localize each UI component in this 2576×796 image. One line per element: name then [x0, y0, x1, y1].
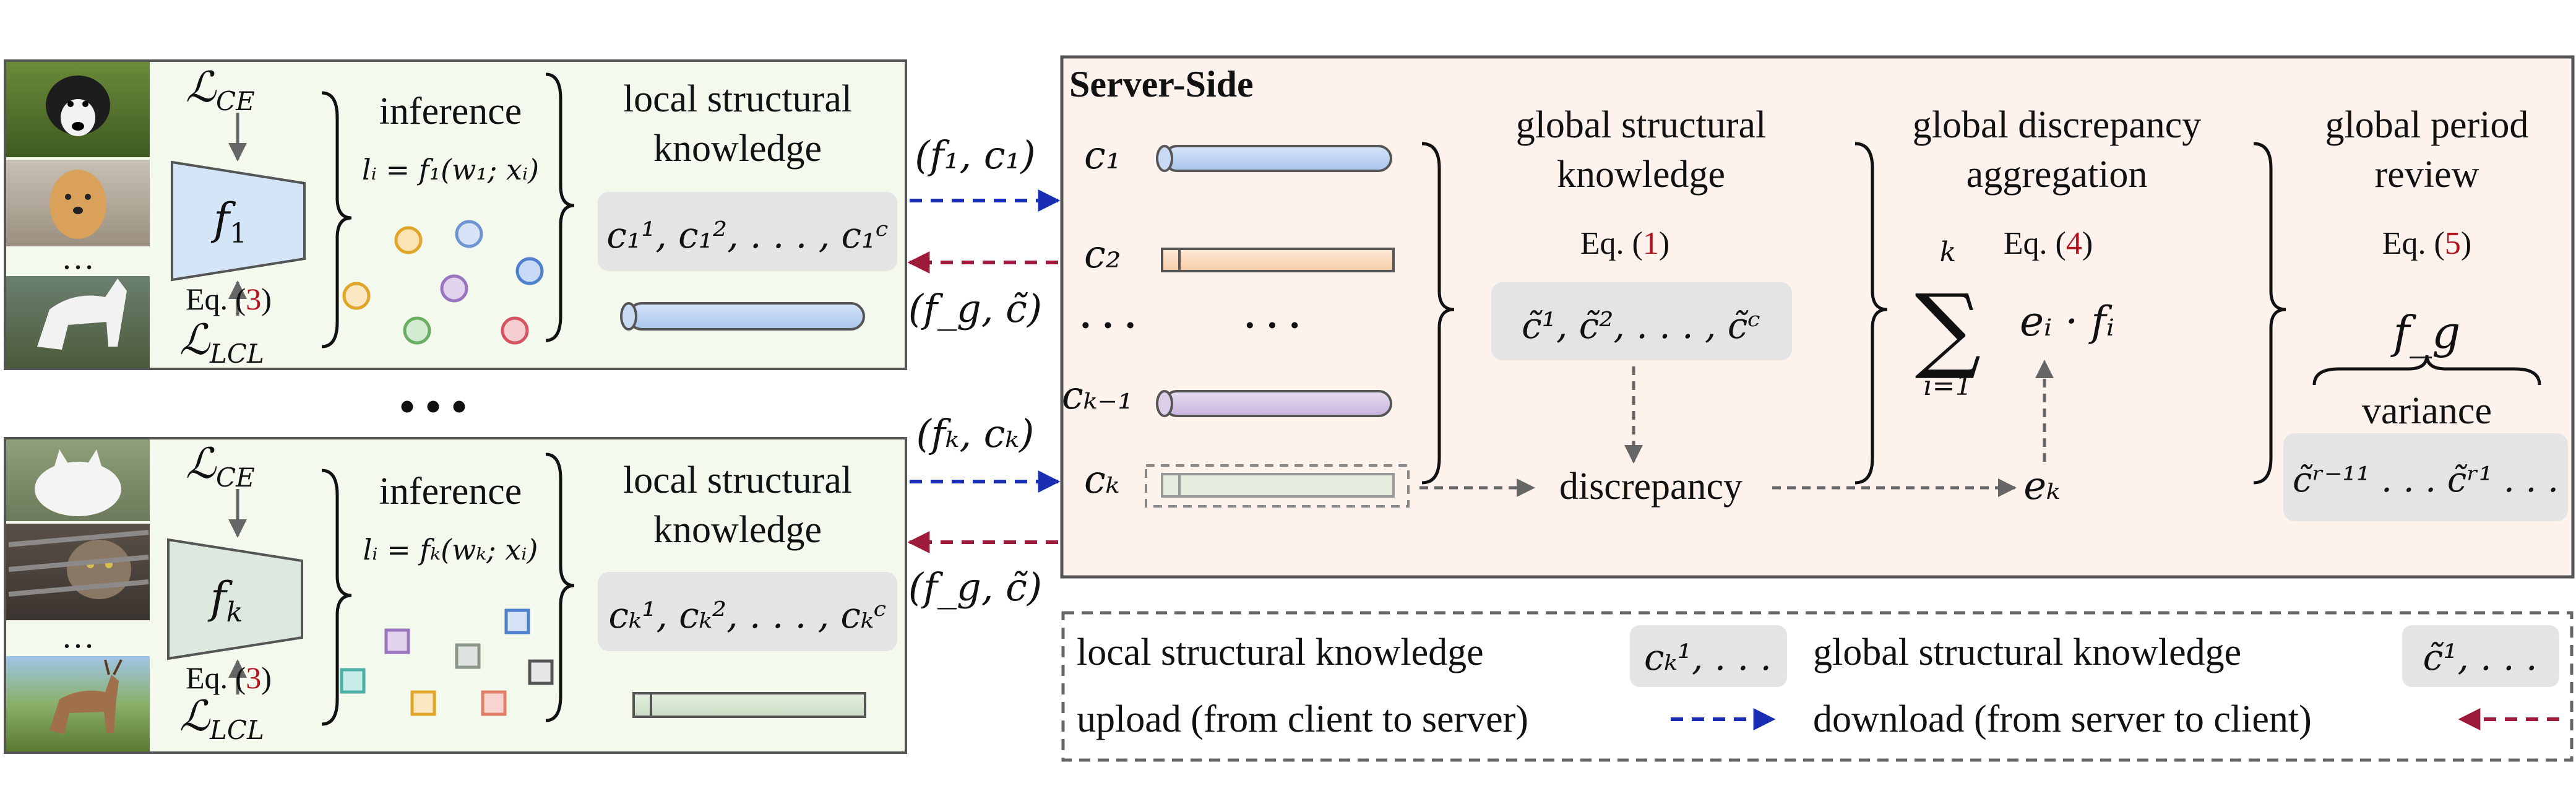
upload-k-label: (fₖ, cₖ): [916, 411, 1035, 456]
review-box: [2283, 433, 2568, 521]
client-k-eq: Eq. (3): [186, 660, 272, 695]
server-c2-label: c₂: [1084, 231, 1121, 277]
client-1-brace-1: [321, 91, 352, 348]
client-k-embedding-points: [340, 608, 554, 716]
client-k-model-shape: [167, 538, 303, 660]
aggregation-title-1: global discrepancy: [1913, 104, 2202, 146]
legend-download-label: download (from server to client): [1813, 698, 2312, 740]
legend-local-box: [1630, 625, 1787, 687]
legend-global-label: global structural knowledge: [1813, 631, 2241, 673]
client-k-loss-ce: ℒCE: [186, 439, 255, 493]
client-1-knowledge-box: [598, 192, 897, 271]
client-k-brace-1: [321, 469, 352, 726]
client-1-embedding-points: [342, 220, 544, 345]
client-k-brace-2: [545, 452, 575, 722]
client-1-knowledge-bar: [620, 302, 865, 331]
client-1-knowledge-title-2: knowledge: [653, 128, 822, 170]
client-k-knowledge-formula: cₖ¹, cₖ², . . . , cₖᶜ: [608, 594, 886, 636]
server-bar-ck: [1145, 464, 1410, 508]
client-k-inference-title: inference: [379, 470, 522, 513]
client-k-inference-formula: lᵢ = fₖ(wₖ; xᵢ): [363, 533, 538, 566]
review-title-1: global period: [2325, 104, 2529, 146]
client-1-loss-lcl: ℒLCL: [179, 316, 264, 369]
server-brace-2: [1854, 142, 1888, 485]
client-1-model-shape: [171, 160, 306, 282]
client-1-image-ellipsis: …: [61, 239, 95, 276]
sum-lower-limit: i=1: [1924, 370, 1973, 402]
client-k-knowledge-title-1: local structural: [623, 459, 852, 501]
legend-local-sample: cₖ¹, . . .: [1644, 636, 1772, 678]
legend-box: [1061, 611, 2574, 762]
client-k-image-ellipsis: …: [61, 618, 95, 655]
server-title: Server-Side: [1069, 64, 1254, 105]
client-k-panel: … ℒCE fk Eq. (3) ℒLCL inference lᵢ = fₖ(…: [4, 437, 907, 754]
legend-upload-label: upload (from client to server): [1077, 698, 1528, 740]
client-1-inference-formula: lᵢ = f₁(w₁; xᵢ): [362, 153, 539, 186]
sum-symbol: ∑: [1915, 275, 1981, 383]
global-knowledge-eq: Eq. (1): [1580, 226, 1669, 261]
variance-label: variance: [2362, 390, 2492, 432]
server-ck1-label: cₖ₋₁: [1062, 373, 1133, 418]
legend: local structural knowledge cₖ¹, . . . gl…: [1061, 611, 2574, 762]
client-k-model-label: fk: [207, 573, 243, 628]
client-1-knowledge-title-1: local structural: [623, 78, 852, 120]
review-brace: [2312, 355, 2541, 386]
global-knowledge-title-1: global structural: [1516, 104, 1767, 146]
aggregation-eq: Eq. (4): [2004, 226, 2093, 261]
client-1-inference-title: inference: [379, 90, 522, 132]
aggregation-title-2: aggregation: [1966, 154, 2148, 196]
fg-label: f_g: [2390, 306, 2461, 358]
communication-arrows: (f₁, c₁) (f_g, c̃) (fₖ, cₖ) (f_g, c̃): [907, 132, 1061, 610]
server-panel: Server-Side c₁ c₂ · · · cₖ₋₁ cₖ · · · gl: [1060, 55, 2575, 579]
client-1-loss-ce: ℒCE: [186, 63, 255, 116]
upload-1-label: (f₁, c₁): [915, 132, 1035, 178]
server-bar-c1: [1156, 145, 1392, 172]
client-k-loss-lcl: ℒLCL: [179, 692, 264, 745]
download-1-label: (f_g, c̃): [908, 286, 1042, 331]
client-1-eq: Eq. (3): [186, 282, 272, 316]
legend-global-box: [2402, 625, 2559, 687]
client-1-knowledge-formula: c₁¹, c₁², . . . , c₁ᶜ: [606, 214, 888, 256]
review-title-2: review: [2375, 154, 2479, 196]
client-k-knowledge-box: [598, 572, 897, 651]
client-1-brace-2: [545, 72, 575, 342]
global-knowledge-formula: c̃¹, c̃², . . . , c̃ᶜ: [1522, 305, 1760, 347]
download-k-label: (f_g, c̃): [908, 565, 1042, 610]
client-1-images: …: [6, 62, 150, 368]
ek-label: eₖ: [2023, 463, 2060, 508]
server-col-dots: · · ·: [1243, 305, 1301, 347]
global-knowledge-title-2: knowledge: [1557, 154, 1725, 196]
client-1-panel: … ℒCE f1 Eq. (3) ℒLCL inference lᵢ = f₁(…: [4, 59, 907, 370]
review-eq: Eq. (5): [2382, 226, 2471, 261]
global-knowledge-box: [1491, 282, 1792, 360]
review-formula: c̃ʳ⁻¹¹ . . . c̃ʳ¹ . . .: [2293, 460, 2559, 500]
between-clients-dots: • • •: [400, 383, 467, 431]
server-ck-label: cₖ: [1084, 457, 1119, 502]
sum-upper-limit: k: [1940, 236, 1957, 268]
sum-term: eᵢ · fᵢ: [2020, 298, 2114, 345]
discrepancy-label: discrepancy: [1559, 465, 1742, 508]
server-bar-ck1: [1156, 390, 1392, 417]
client-k-knowledge-title-2: knowledge: [653, 509, 822, 551]
server-brace-1: [1421, 142, 1455, 485]
server-brace-3: [2253, 142, 2286, 485]
legend-global-sample: c̃¹, . . .: [2423, 636, 2538, 678]
client-k-knowledge-bar: [632, 692, 866, 718]
server-bar-c2: [1161, 248, 1395, 272]
client-k-images: …: [6, 439, 150, 751]
server-c1-label: c₁: [1084, 132, 1121, 178]
legend-local-label: local structural knowledge: [1077, 631, 1484, 673]
server-dots-label: · · ·: [1079, 305, 1137, 347]
